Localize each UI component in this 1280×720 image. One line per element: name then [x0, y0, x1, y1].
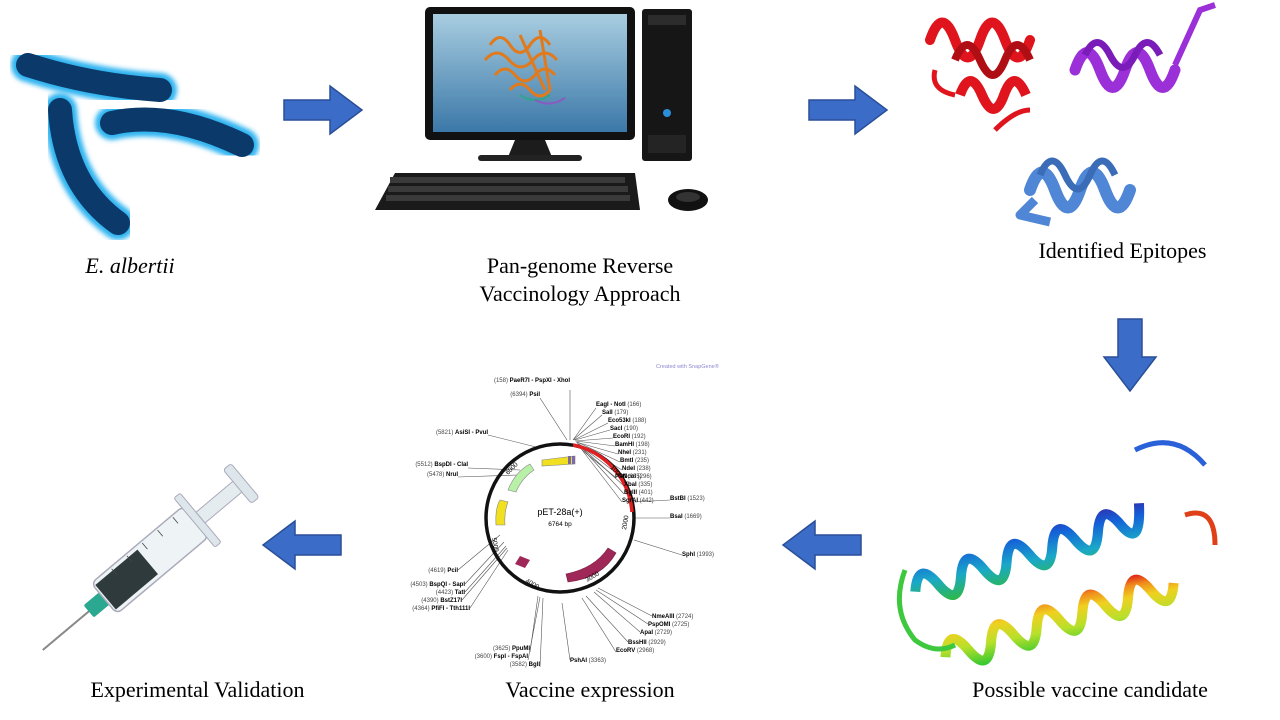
restriction-site-label: (5478) NruI	[427, 472, 458, 478]
restriction-site-label: NcoI (296)	[623, 474, 652, 480]
validation-label: Experimental Validation	[90, 677, 305, 702]
restriction-site-label: PshAI (3363)	[570, 658, 606, 664]
restriction-site-label: XbaI (335)	[624, 482, 652, 488]
restriction-site-label: SgrAI (442)	[622, 498, 654, 504]
restriction-site-label: (3582) BglI	[510, 662, 541, 668]
ring-tick: 2000	[621, 515, 630, 531]
restriction-site-label: EcoRI (192)	[613, 434, 646, 440]
restriction-site-label: EcoRV (2968)	[616, 648, 654, 654]
restriction-site-label: SalI (179)	[602, 410, 628, 416]
arrow-left-icon	[261, 519, 342, 571]
restriction-site-label: NdeI (238)	[622, 466, 651, 472]
bacteria-illustration	[11, 48, 259, 240]
expression-label: Vaccine expression	[505, 677, 675, 702]
candidate-label: Possible vaccine candidate	[972, 677, 1208, 702]
restriction-site-label: NheI (231)	[618, 450, 647, 456]
plasmid-name: pET-28a(+)	[537, 507, 582, 517]
restriction-site-label: (3600) FspI - FspAI	[475, 654, 529, 660]
ring-tick: 5000	[490, 537, 499, 553]
restriction-site-label: NmeAIII (2724)	[652, 614, 693, 620]
restriction-site-label: BssHII (2929)	[628, 640, 666, 646]
plasmid-size: 6764 bp	[548, 521, 572, 528]
restriction-site-label: (3625) PpuMI	[493, 646, 530, 652]
approach-label-line1: Pan-genome Reverse	[486, 253, 674, 278]
epitope-helices-illustration	[925, 2, 1216, 227]
restriction-site-label: SphI (1993)	[682, 552, 714, 558]
restriction-site-label: BsaI (1669)	[670, 514, 702, 520]
arrow-right-icon	[283, 84, 364, 136]
arrow-left-icon	[781, 519, 862, 571]
restriction-site-label: (4423) TatI	[436, 590, 466, 596]
restriction-site-label: (4503) BspQI - SapI	[410, 582, 465, 588]
restriction-site-label: BstBI (1523)	[670, 496, 705, 502]
approach-label-line2: Vaccinology Approach	[479, 281, 681, 306]
restriction-site-label: BmtI (235)	[620, 458, 649, 464]
restriction-site-label: EagI - NotI (166)	[596, 402, 641, 408]
restriction-site-label: (4364) PfiFI - Tth111I	[412, 606, 470, 612]
vaccine-candidate-illustration	[896, 440, 1218, 666]
restriction-site-label: (6394) PsiI	[510, 392, 540, 398]
syringe-illustration	[42, 464, 259, 651]
restriction-site-label: (5512) BspDI - ClaI	[415, 462, 468, 468]
restriction-site-label: PstI (635)	[615, 474, 642, 480]
restriction-site-label: BglII (401)	[624, 490, 653, 496]
organism-label: E. albertii	[85, 253, 175, 278]
restriction-site-label: (158) PaeR7I - PspXI - XhoI	[494, 378, 570, 384]
restriction-site-label: BamHI (198)	[615, 442, 650, 448]
epitopes-label: Identified Epitopes	[1038, 238, 1207, 263]
restriction-site-label: (4390) BstZ17I	[421, 598, 462, 604]
restriction-site-label: SacI (190)	[610, 426, 638, 432]
approach-label: Pan-genome Reverse Vaccinology Approach	[440, 252, 720, 308]
plasmid-map: pET-28a(+) 6764 bp 1000 2000 3000 4000 5…	[410, 363, 719, 668]
arrow-down-icon	[1102, 318, 1158, 393]
arrow-right-icon	[808, 84, 889, 136]
restriction-site-label: (4619) PciI	[428, 568, 458, 574]
snapgene-watermark: Created with SnapGene®	[656, 363, 719, 370]
restriction-site-label: PspOMI (2725)	[648, 622, 689, 628]
restriction-site-label: ApaI (2729)	[640, 630, 672, 636]
restriction-site-label: (5821) AsiSI - PvuI	[436, 430, 488, 436]
restriction-site-label: Eco53kI (188)	[608, 418, 646, 424]
computer-illustration	[375, 7, 708, 211]
